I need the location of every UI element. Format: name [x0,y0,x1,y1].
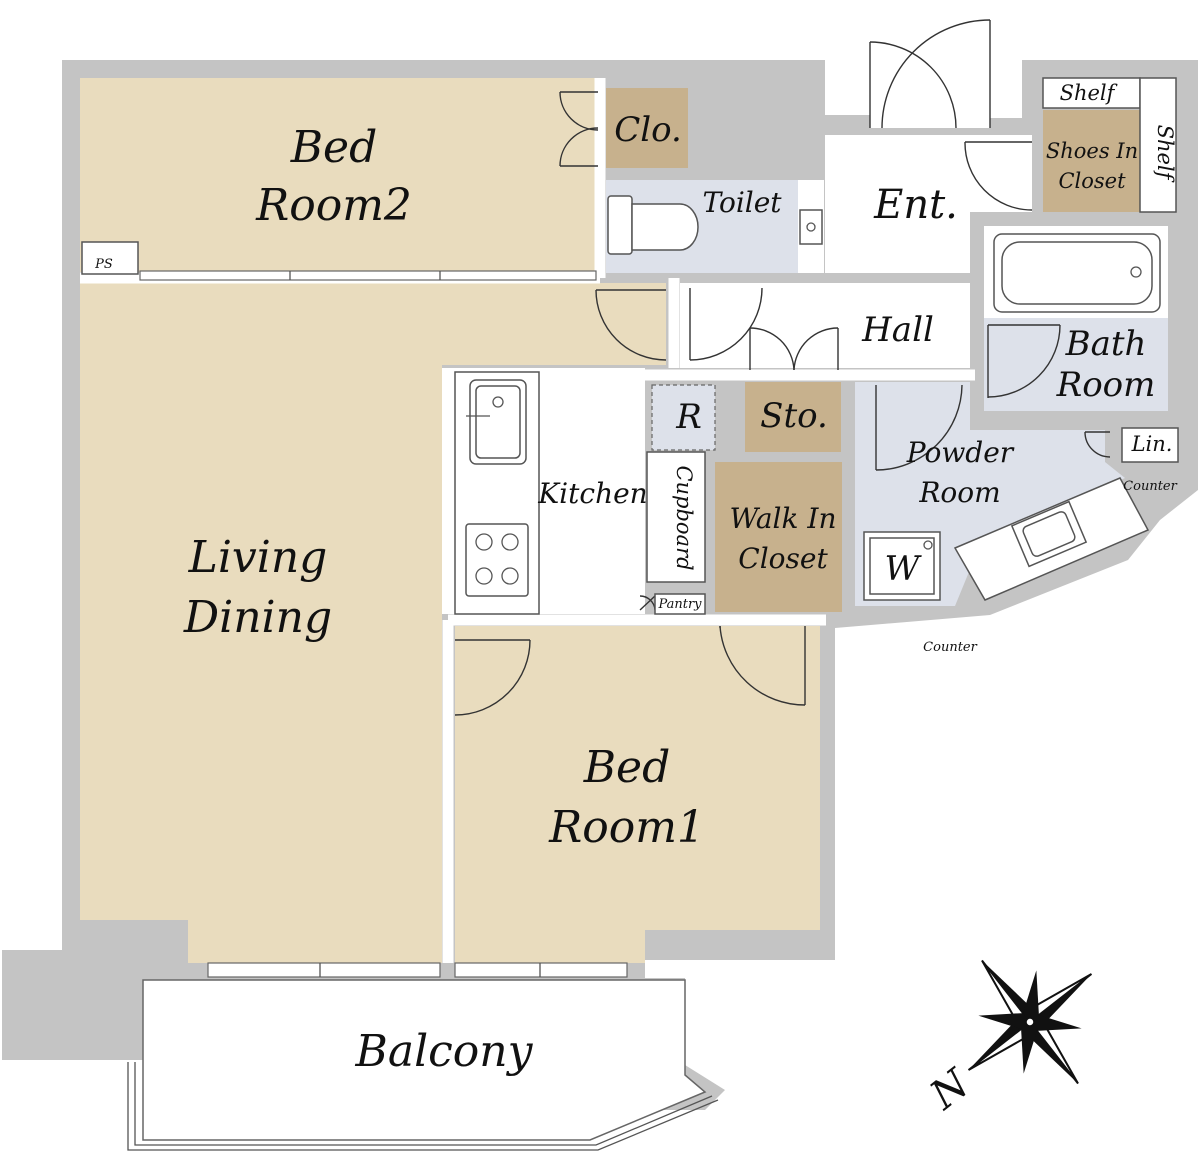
room-labels: Bed Room2 Clo. Toilet Ent. Shelf Shelf S… [94,81,1177,1119]
living-dining-label-line2: Dining [183,592,332,643]
bath-room-label-line2: Room [1056,365,1156,405]
storage-label: Sto. [760,396,828,436]
hall-floor [680,283,970,368]
compass-icon [967,959,1093,1085]
balcony-label: Balcony [355,1026,534,1077]
counter-bottom-label: Counter [923,640,977,655]
kitchen-label: Kitchen [537,477,647,510]
washer-label: W [885,549,923,589]
shoes-closet-label: Shoes In [1046,139,1138,163]
bedroom1-floor [455,626,820,963]
fixtures [81,77,1179,615]
bedroom1-label: Bed [583,742,671,793]
windows [139,270,628,978]
shoes-closet-floor [1043,110,1140,212]
bath-room-label: Bath [1065,324,1147,364]
shelf-top-label: Shelf [1060,81,1118,105]
refrigerator-label: R [675,397,702,437]
powder-room-label: Powder [906,436,1015,469]
entrance-floor [825,135,1032,273]
pantry-label: Pantry [657,597,702,612]
shoes-closet-label-line2: Closet [1058,169,1126,193]
walkin-closet-label: Walk In [730,502,837,535]
toilet-label: Toilet [702,186,782,219]
bedroom1-label-line2: Room1 [548,802,705,853]
balcony-floor [142,979,707,1141]
bedroom2-label: Bed [290,122,378,173]
counter-right-label: Counter [1123,479,1177,494]
entrance-label: Ent. [873,182,958,228]
bedroom2-floor [80,78,596,272]
walkin-closet-floor [715,462,842,612]
closet-floor [606,88,688,168]
bath-floor [984,318,1168,411]
closet-label: Clo. [614,110,682,150]
shelf-side-label: Shelf [1153,125,1177,183]
cupboard-label: Cupboard [672,465,696,570]
storage-floor [745,382,841,452]
ps-label: PS [94,257,113,272]
powder-room-label-line2: Room [918,476,1000,509]
interior-partitions [80,78,975,963]
living-dining-label: Living [188,532,328,583]
walkin-closet-label-line2: Closet [738,542,828,575]
doors [454,19,1111,716]
bedroom2-label-line2: Room2 [255,180,412,231]
hall-label: Hall [861,310,934,350]
linen-label: Lin. [1131,432,1173,456]
living-dining-floor [80,283,666,963]
refrigerator-space [652,385,715,450]
